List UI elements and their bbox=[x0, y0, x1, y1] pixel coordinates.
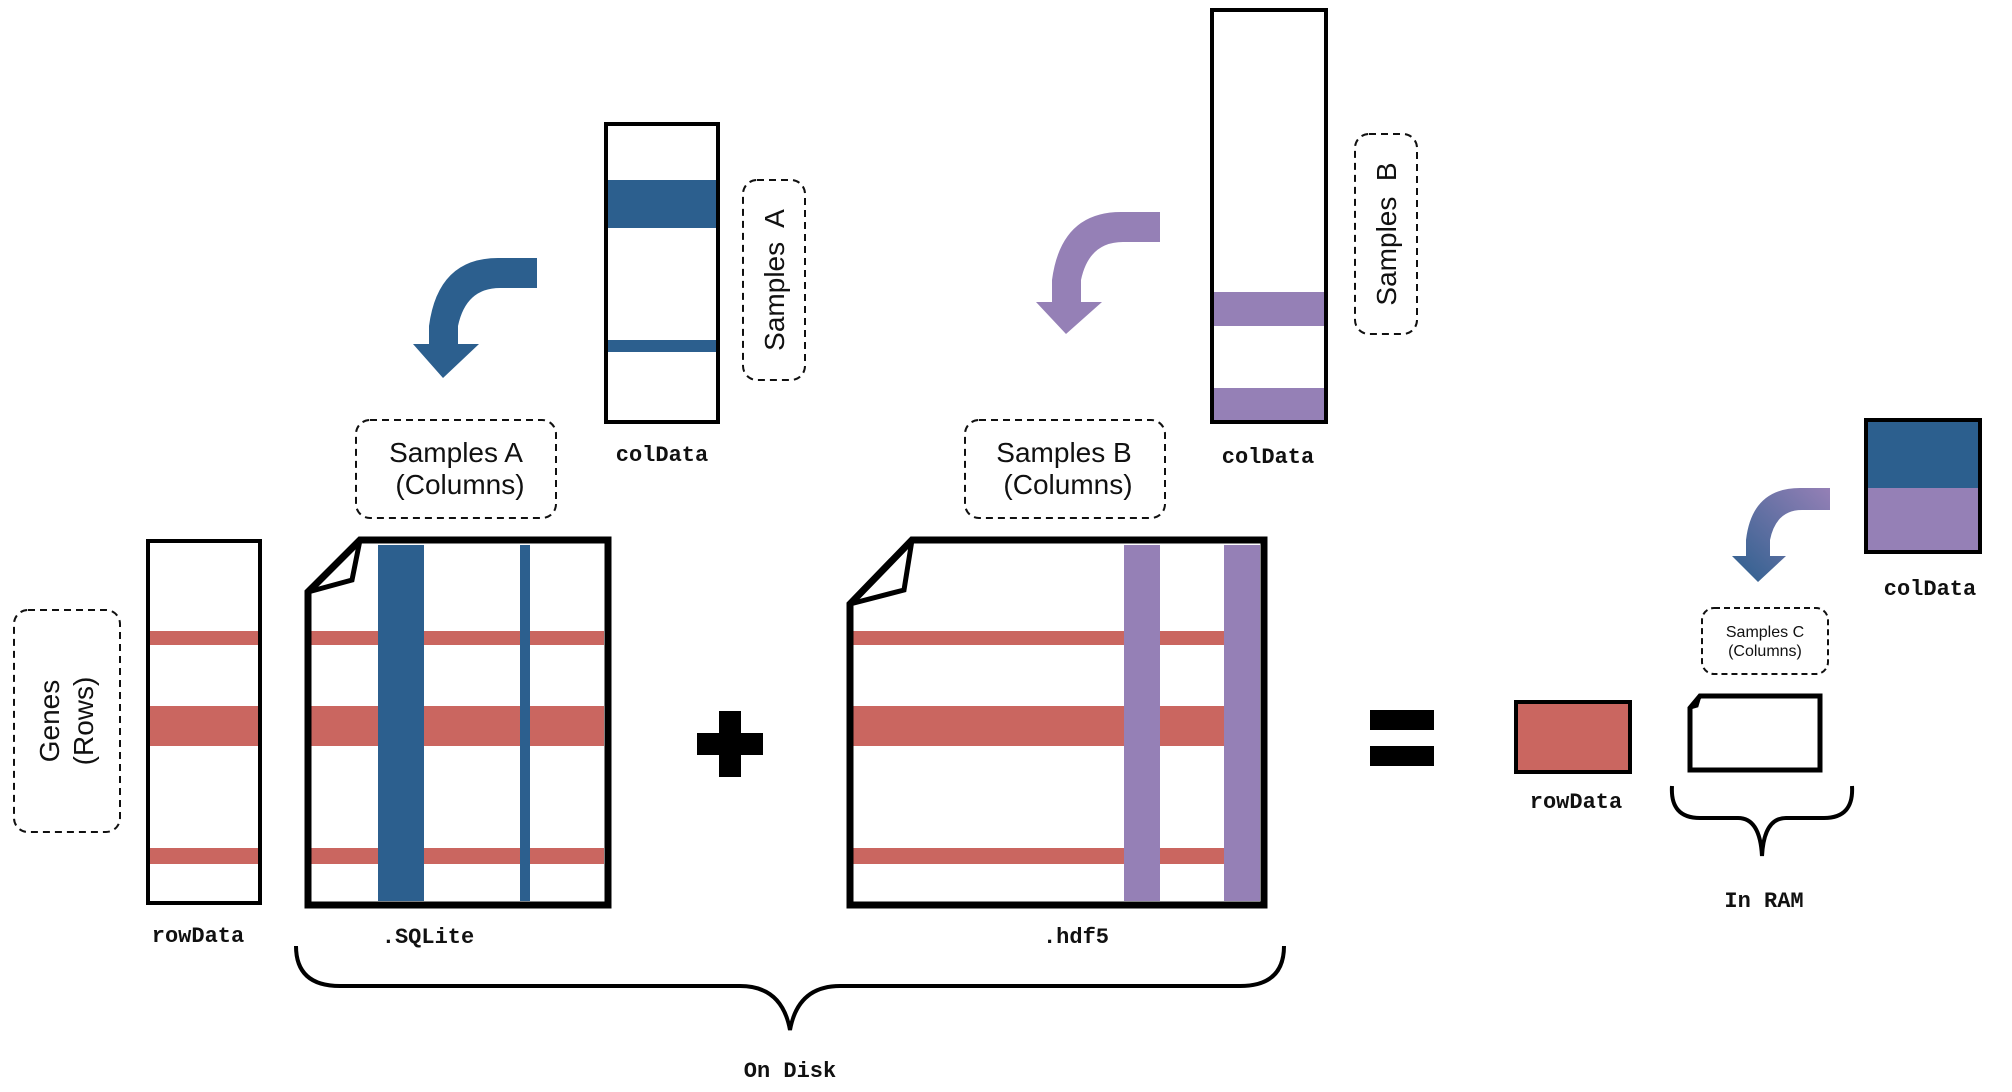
samples-c-line2: (Columns) bbox=[1728, 643, 1802, 660]
samples-a-vertical-box bbox=[742, 179, 806, 381]
samples-a-line2: (Columns) bbox=[395, 469, 524, 500]
samples-a-box bbox=[355, 419, 557, 519]
samples-b-line1: Samples B bbox=[996, 437, 1131, 468]
coldata-b bbox=[1210, 8, 1328, 424]
arrow-c-icon bbox=[1732, 488, 1830, 582]
arrow-b-icon bbox=[1036, 212, 1160, 334]
on-disk-label: On Disk bbox=[744, 1059, 836, 1084]
samples-a-vertical-label: Samples A bbox=[759, 209, 790, 351]
rowdata-right-label: rowData bbox=[1530, 790, 1622, 815]
samples-b-line2: (Columns) bbox=[1003, 469, 1132, 500]
in-ram-brace-icon bbox=[1669, 785, 1855, 857]
hdf5-label: .hdf5 bbox=[1043, 925, 1109, 950]
coldata-a-label: colData bbox=[616, 443, 708, 468]
coldata-b-label: colData bbox=[1222, 445, 1314, 470]
samples-c-line1: Samples C bbox=[1726, 624, 1804, 641]
samples-b-vertical-box bbox=[1354, 133, 1418, 335]
genes-label-line1: Genes bbox=[34, 680, 65, 763]
samples-a-line1: Samples A bbox=[389, 437, 523, 468]
rowdata-left-label: rowData bbox=[152, 924, 244, 949]
samples-b-vertical-label: Samples B bbox=[1371, 162, 1402, 305]
samples-c-box bbox=[1701, 607, 1829, 675]
equals-icon bbox=[1370, 710, 1434, 766]
genes-label-box bbox=[13, 609, 121, 833]
samples-b-box bbox=[964, 419, 1166, 519]
in-ram-label: In RAM bbox=[1724, 889, 1803, 914]
genes-label-line2: (Rows) bbox=[68, 677, 99, 766]
sqlite-matrix bbox=[304, 536, 612, 909]
coldata-c bbox=[1864, 418, 1982, 554]
rowdata-right bbox=[1514, 700, 1632, 774]
sqlite-label: .SQLite bbox=[382, 925, 474, 950]
coldata-a bbox=[604, 122, 720, 424]
ram-matrix bbox=[1687, 693, 1823, 773]
on-disk-brace-icon bbox=[294, 945, 1286, 1031]
rowdata-left bbox=[146, 539, 262, 905]
plus-icon bbox=[697, 711, 763, 777]
coldata-c-label: colData bbox=[1884, 577, 1976, 602]
hdf5-matrix bbox=[846, 536, 1268, 909]
arrow-a-icon bbox=[413, 258, 537, 378]
